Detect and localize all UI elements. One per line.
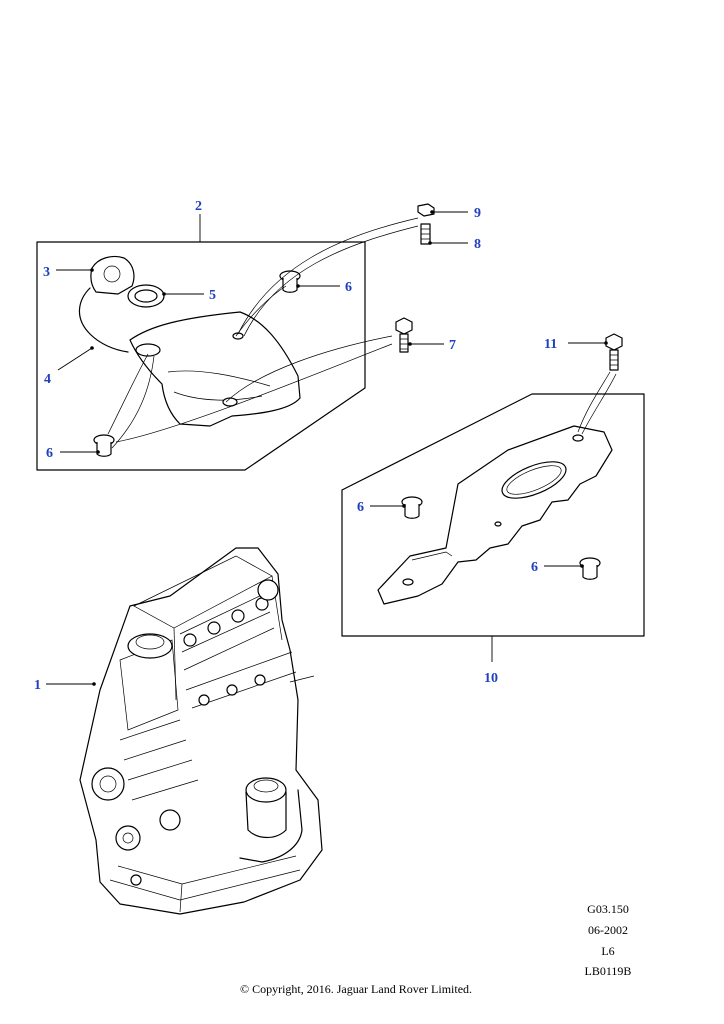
guide-line [581, 373, 617, 435]
bolt-11 [605, 333, 623, 371]
callout-11: 11 [544, 337, 557, 352]
callout-1: 1 [34, 678, 41, 693]
guide-line [577, 371, 611, 433]
land-rover-logo [501, 461, 567, 499]
gasket-cord [78, 287, 129, 353]
callout-10: 10 [484, 671, 498, 686]
guide-line [115, 343, 393, 443]
panel-engine-cover [341, 393, 645, 662]
callout-3: 3 [43, 265, 50, 280]
engine-assembly [79, 547, 323, 915]
grommet-cover-left [401, 496, 423, 519]
copyright-notice: © Copyright, 2016. Jaguar Land Rover Lim… [239, 982, 473, 996]
nut-9 [417, 203, 435, 217]
guide-line [111, 355, 155, 449]
reference-date: 06-2002 [588, 923, 628, 937]
callout-7: 7 [449, 338, 456, 353]
bolt-7 [395, 317, 413, 353]
grommet-cover-right [579, 557, 601, 580]
reference-variant: L6 [601, 944, 615, 958]
guide-line [243, 225, 419, 337]
grommet-upper [279, 270, 301, 293]
seal-ring [127, 284, 165, 308]
callout-6-cover-left: 6 [357, 500, 364, 515]
reference-code: G03.150 [587, 902, 629, 916]
callout-8: 8 [474, 237, 481, 252]
guide-line [235, 285, 287, 337]
guide-line [237, 217, 419, 335]
oil-filler-plate [90, 255, 135, 295]
rocker-cover [129, 311, 301, 427]
engine-cover [377, 425, 613, 605]
stud-8 [420, 223, 431, 245]
callout-6-lower: 6 [46, 446, 53, 461]
callout-9: 9 [474, 206, 481, 221]
grommet-lower [93, 434, 115, 457]
panel-rocker-cover [36, 214, 366, 471]
guide-line [107, 353, 149, 435]
callout-6-cover-right: 6 [531, 560, 538, 575]
callout-2: 2 [195, 199, 202, 214]
guide-line [225, 335, 393, 403]
leader-4 [57, 347, 93, 371]
callout-5: 5 [209, 288, 216, 303]
callout-6-upper: 6 [345, 280, 352, 295]
reference-drawing: LB0119B [584, 964, 632, 978]
callout-4: 4 [44, 372, 51, 387]
